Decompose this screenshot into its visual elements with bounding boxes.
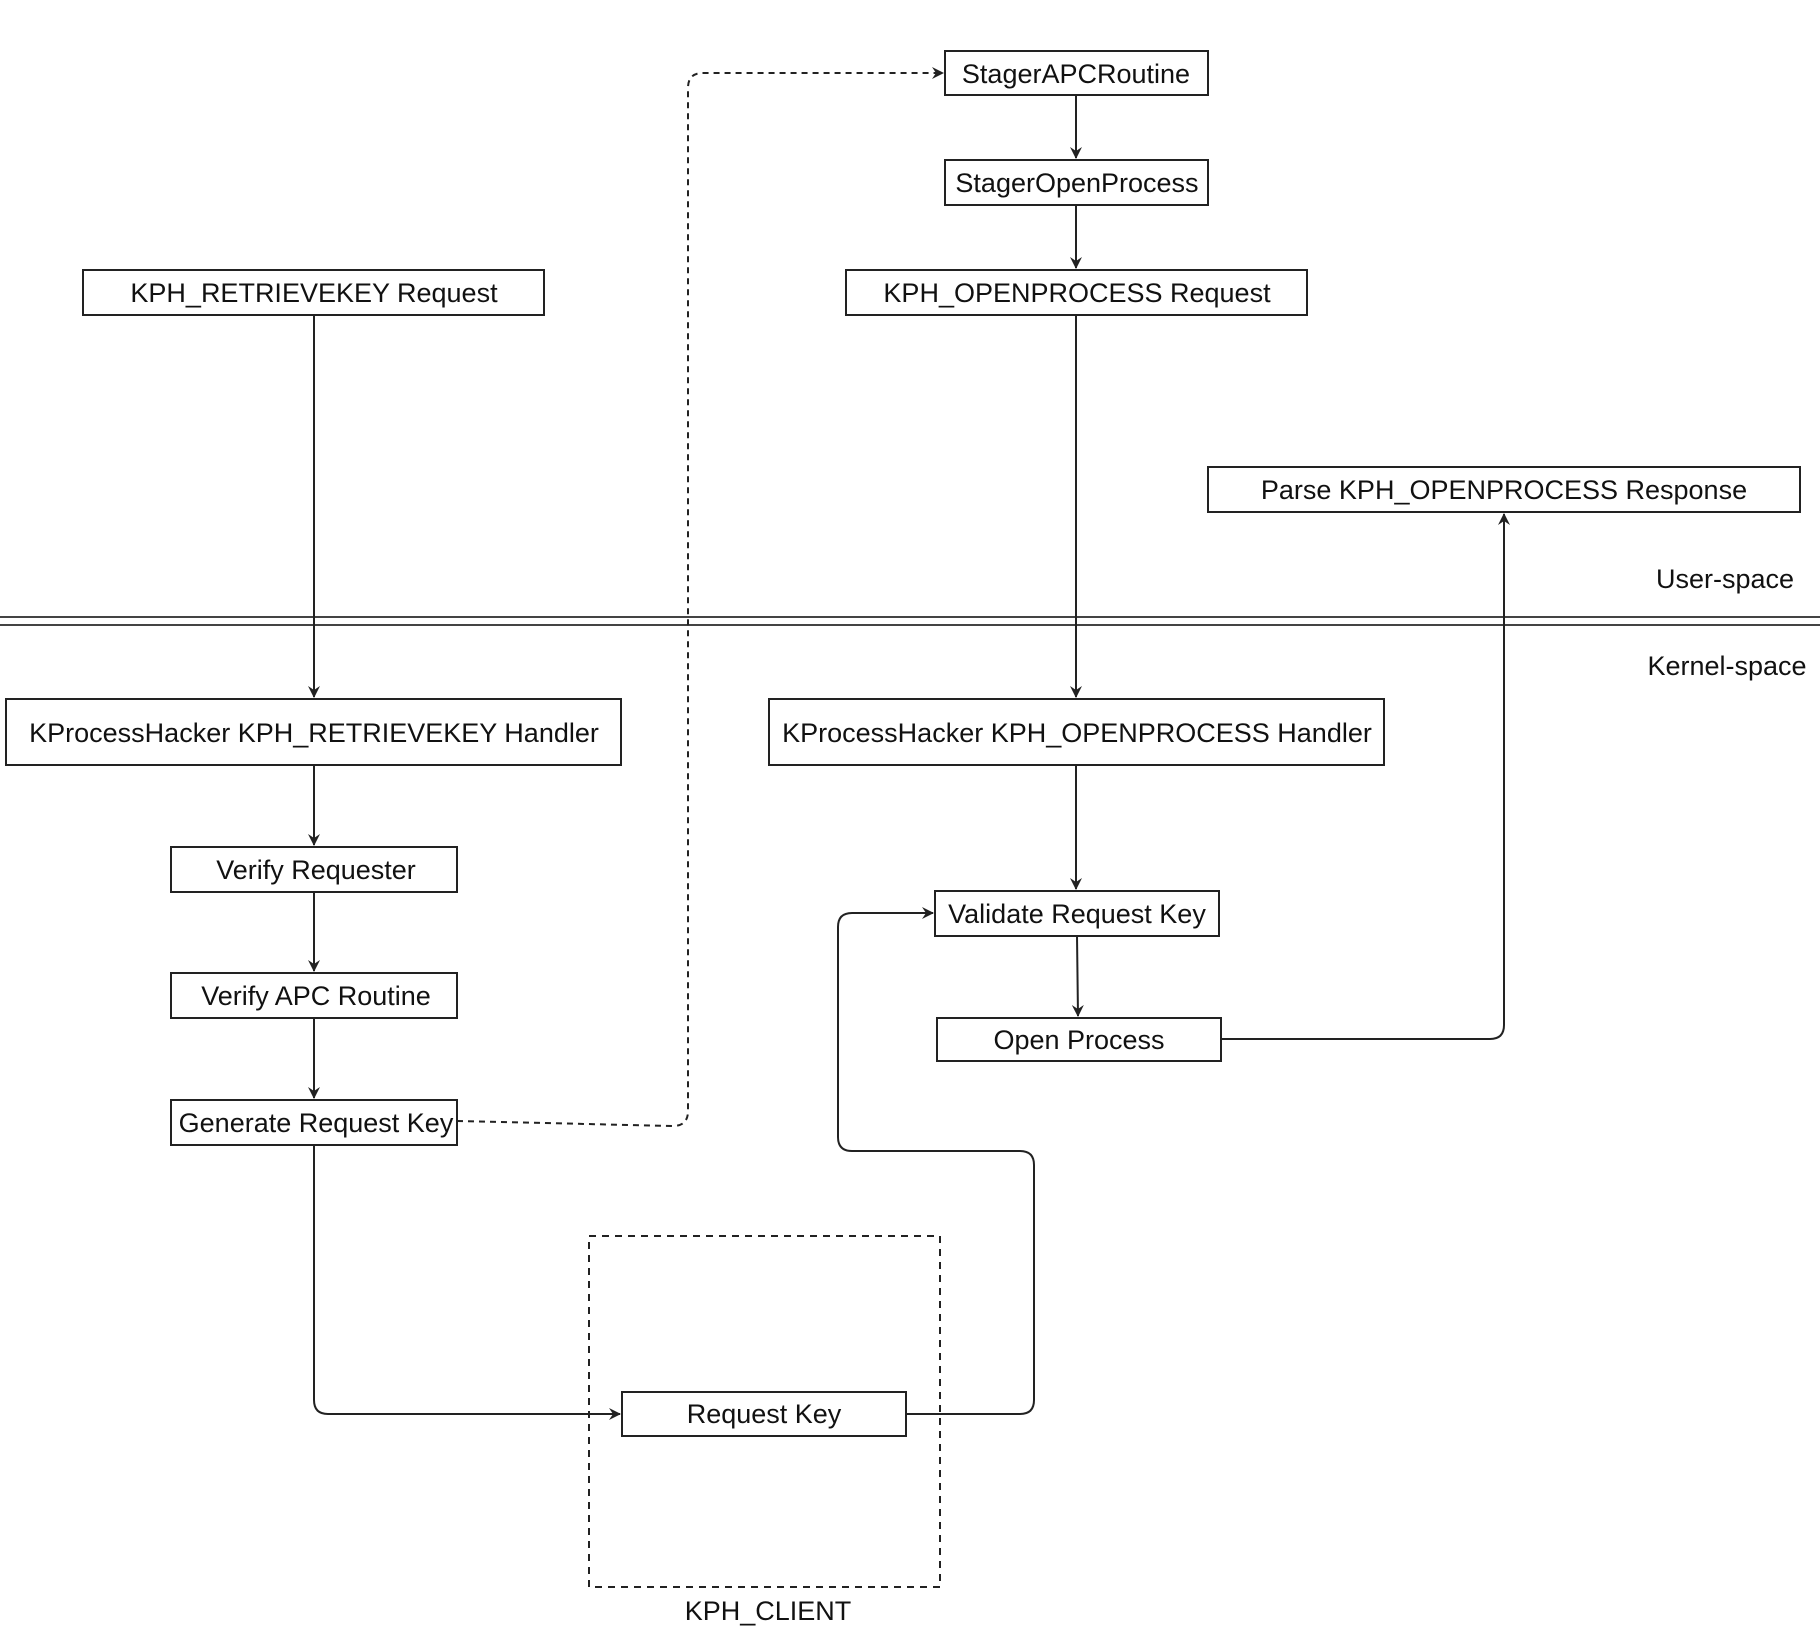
zone-label-kernel-space: Kernel-space	[1647, 651, 1806, 681]
svg-text:Parse KPH_OPENPROCESS Response: Parse KPH_OPENPROCESS Response	[1261, 475, 1747, 505]
node-verify-apc-routine: Verify APC Routine	[170, 972, 458, 1019]
edge-generate-key-to-request-key	[313, 1145, 621, 1420]
kph-client-label: KPH_CLIENT	[685, 1596, 852, 1626]
svg-text:Generate Request Key: Generate Request Key	[179, 1108, 454, 1138]
edge-generate-key-to-stager-apc-dashed	[456, 67, 944, 1128]
edge-open-process-to-parse-response	[1221, 513, 1510, 1040]
node-request-key: Request Key	[621, 1391, 907, 1437]
svg-text:Validate Request Key: Validate Request Key	[948, 899, 1206, 929]
node-openprocess-request: KPH_OPENPROCESS Request	[845, 269, 1308, 316]
connectors	[308, 67, 1510, 1420]
svg-text:KProcessHacker KPH_OPENPROCESS: KProcessHacker KPH_OPENPROCESS Handler	[782, 718, 1372, 748]
node-parse-openprocess-response: Parse KPH_OPENPROCESS Response	[1207, 466, 1801, 513]
edge-validate-key-to-open-process	[1071, 935, 1084, 1017]
node-retrievekey-request: KPH_RETRIEVEKEY Request	[82, 269, 545, 316]
node-verify-requester: Verify Requester	[170, 846, 458, 893]
svg-text:StagerOpenProcess: StagerOpenProcess	[955, 168, 1198, 198]
node-open-process: Open Process	[936, 1017, 1222, 1062]
zone-label-user-space: User-space	[1656, 564, 1794, 594]
svg-text:KPH_OPENPROCESS Request: KPH_OPENPROCESS Request	[883, 278, 1271, 308]
svg-text:Verify APC Routine: Verify APC Routine	[201, 981, 431, 1011]
svg-text:StagerAPCRoutine: StagerAPCRoutine	[962, 59, 1190, 89]
node-validate-request-key: Validate Request Key	[934, 890, 1220, 937]
node-openprocess-handler: KProcessHacker KPH_OPENPROCESS Handler	[768, 698, 1385, 766]
svg-text:KPH_RETRIEVEKEY Request: KPH_RETRIEVEKEY Request	[130, 278, 498, 308]
svg-text:Verify Requester: Verify Requester	[216, 855, 416, 885]
node-generate-request-key: Generate Request Key	[170, 1099, 458, 1146]
node-stager-apc-routine: StagerAPCRoutine	[944, 50, 1209, 96]
edge-request-key-to-validate-key	[837, 907, 1035, 1415]
svg-text:Request Key: Request Key	[687, 1399, 842, 1429]
kph-client-group	[588, 1235, 941, 1588]
svg-text:KProcessHacker KPH_RETRIEVEKEY: KProcessHacker KPH_RETRIEVEKEY Handler	[29, 718, 599, 748]
node-stager-open-process: StagerOpenProcess	[944, 159, 1209, 206]
svg-text:Open Process: Open Process	[993, 1025, 1164, 1055]
node-retrievekey-handler: KProcessHacker KPH_RETRIEVEKEY Handler	[5, 698, 622, 766]
